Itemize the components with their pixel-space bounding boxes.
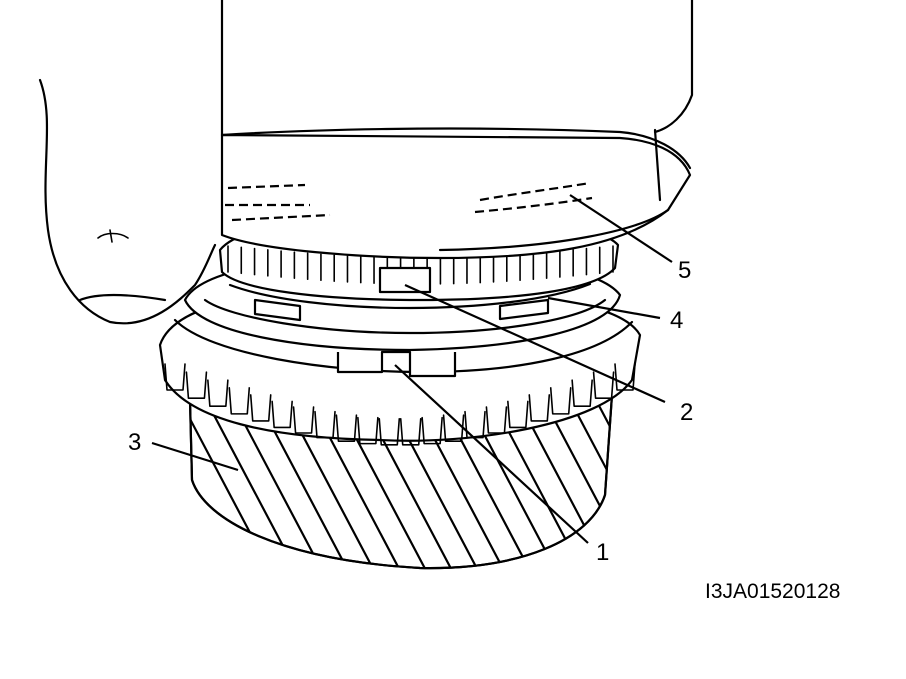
leader-2 [404, 283, 666, 404]
callout-labels: 1 2 3 4 5 [128, 257, 693, 566]
hand-illustration [38, 78, 217, 325]
crown-tooth [164, 363, 186, 391]
spline-tooth-set [227, 245, 614, 285]
crown-tooth-set [164, 363, 636, 446]
shifting-key-right [498, 298, 550, 321]
spline-key-block [378, 266, 432, 294]
crown-tooth [528, 394, 551, 422]
leader-3 [151, 441, 239, 472]
crown-tooth [249, 394, 272, 422]
crown-tooth [207, 379, 229, 408]
key-slot-front-right [408, 352, 457, 378]
crown-tooth [485, 406, 508, 434]
callout-2: 2 [680, 399, 693, 426]
leader-4 [547, 296, 661, 320]
crown-tooth [357, 416, 379, 445]
leader-lines [151, 194, 673, 544]
crown-tooth [378, 418, 401, 446]
oil-hole-right [479, 181, 591, 202]
callout-1: 1 [596, 539, 609, 566]
crown-tooth [271, 400, 293, 429]
crown-tooth [571, 379, 593, 408]
crown-tooth [292, 406, 315, 434]
crown-tooth [592, 371, 615, 399]
figure-code: I3JA01520128 [705, 580, 840, 603]
crown-tooth [399, 418, 422, 446]
oil-hole-left [227, 183, 306, 190]
leader-1 [394, 364, 589, 544]
crown-tooth [549, 387, 572, 415]
crown-tooth [185, 371, 208, 399]
key-slot-front [336, 352, 384, 374]
callout-5: 5 [678, 257, 691, 284]
hub-cylinder [220, 0, 694, 260]
crown-tooth [421, 416, 443, 445]
crown-tooth [314, 410, 336, 439]
crown-tooth [228, 387, 251, 415]
helix-line [230, 398, 329, 569]
leader-5 [569, 194, 673, 263]
helix-line [568, 398, 612, 569]
crown-tooth [507, 400, 529, 429]
callout-4: 4 [670, 307, 683, 334]
helix-line [542, 398, 612, 569]
shifting-key-left [253, 298, 302, 322]
callout-3: 3 [128, 429, 141, 456]
helix-line [622, 400, 717, 580]
crown-tooth [335, 414, 358, 442]
crown-tooth [614, 363, 636, 391]
